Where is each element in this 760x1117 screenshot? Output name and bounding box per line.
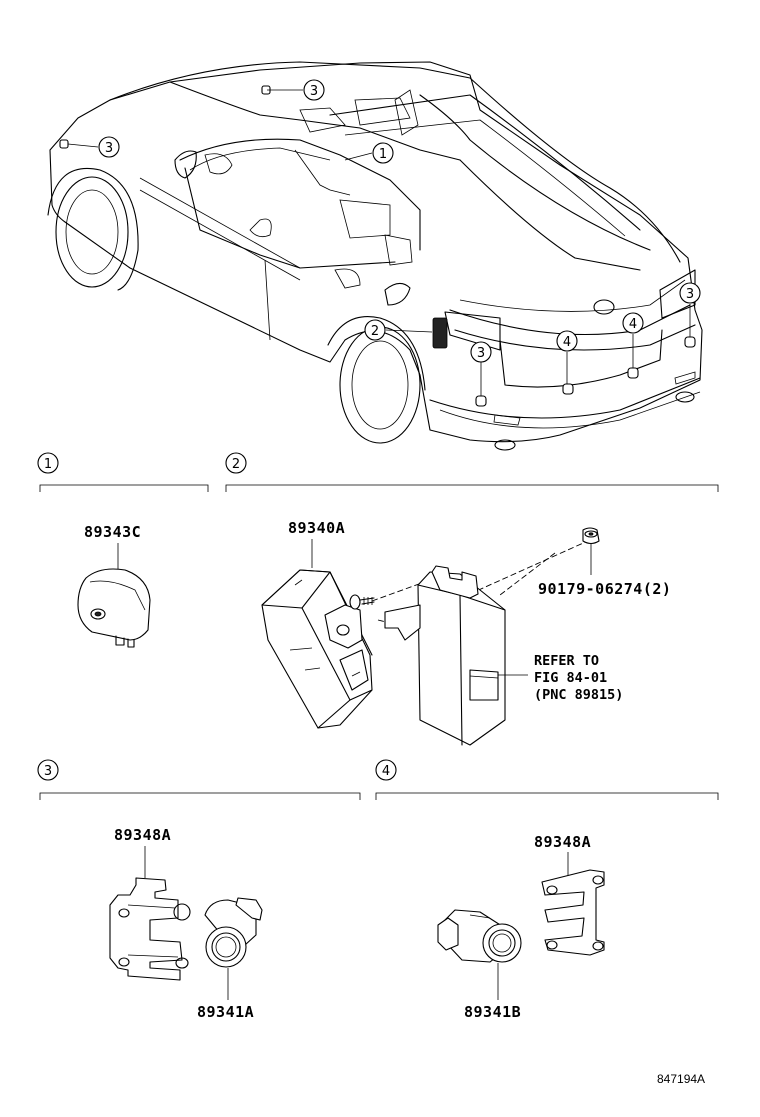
section-3-header: 3 <box>37 759 361 800</box>
car-illustration: 3 3 1 2 3 4 4 3 <box>47 61 703 451</box>
callout-number: 1 <box>379 147 387 162</box>
callout-number: 4 <box>629 317 637 332</box>
part-89341A-label: 89341A <box>197 1003 254 1021</box>
callout-number: 3 <box>686 287 694 302</box>
callout-number: 4 <box>382 764 390 779</box>
callout-number: 3 <box>44 764 52 779</box>
callout-number: 3 <box>310 84 318 99</box>
callout-number: 2 <box>371 324 379 339</box>
callout-1: 1 <box>372 142 394 164</box>
part-89340A-label: 89340A <box>288 519 345 537</box>
refer-note-line1: REFER TO <box>534 653 599 669</box>
part-89341B-label: 89341B <box>464 1003 521 1021</box>
part-89343C-illustration: 89343C <box>77 523 151 648</box>
callout-3-c: 3 <box>470 341 492 363</box>
part-89343C-label: 89343C <box>84 523 141 541</box>
section-3-parts: 89348A 89341A <box>109 826 263 1021</box>
callout-number: 1 <box>44 457 52 472</box>
callout-3-b: 3 <box>98 136 120 158</box>
callout-number: 4 <box>563 335 571 350</box>
part-89348A-left-label: 89348A <box>114 826 171 844</box>
callout-3-d: 3 <box>679 282 701 304</box>
callout-4-b: 4 <box>622 312 644 334</box>
section-4-header: 4 <box>375 759 719 800</box>
refer-note-line2: FIG 84-01 <box>534 670 607 686</box>
part-89340A-illustration: 89340A 90179-06274(2) <box>261 519 671 746</box>
callout-4-a: 4 <box>556 330 578 352</box>
callout-number: 3 <box>105 141 113 156</box>
section-4-parts: 89348A 89341B <box>437 833 605 1021</box>
part-90179-06274-label: 90179-06274(2) <box>538 580 671 598</box>
section-2-header: 2 <box>225 452 719 492</box>
part-89348A-right-label: 89348A <box>534 833 591 851</box>
callout-number: 3 <box>477 346 485 361</box>
callout-number: 2 <box>232 457 240 472</box>
illustration-id: 847194A <box>657 1072 705 1086</box>
refer-note-line3: (PNC 89815) <box>534 687 623 703</box>
section-1-header: 1 <box>37 452 209 492</box>
callout-3-a: 3 <box>303 79 325 101</box>
callout-2: 2 <box>364 319 386 341</box>
